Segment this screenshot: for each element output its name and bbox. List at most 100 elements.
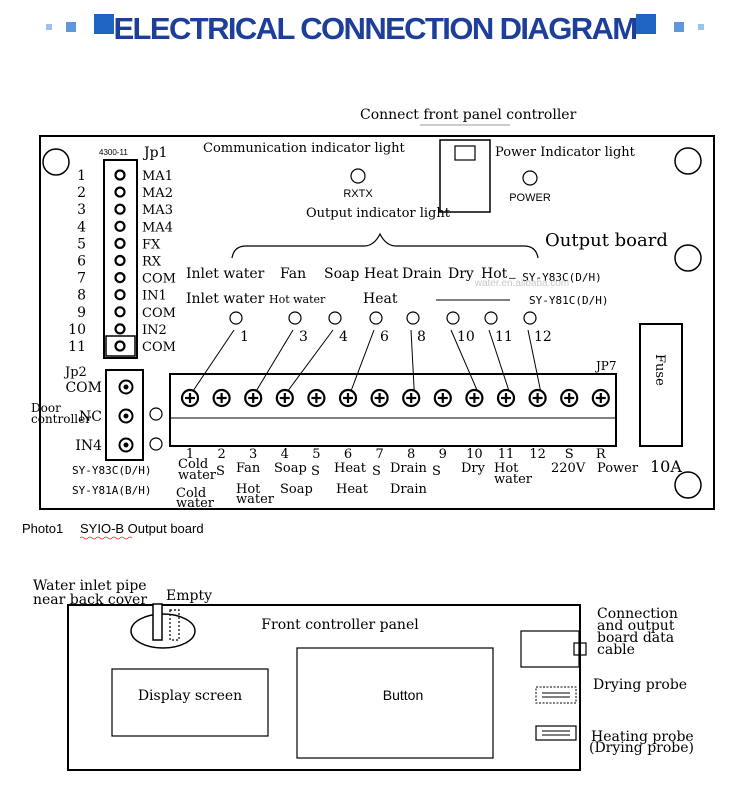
jp1-label: Jp1 <box>142 145 167 161</box>
jp1-pin-hole <box>114 323 126 335</box>
drying-probe-label: Drying probe <box>593 677 687 693</box>
output-led-number: 4 <box>339 329 348 345</box>
water-inlet-pipe <box>130 613 196 649</box>
jp1-pin-number: 5 <box>77 236 86 252</box>
output-board-outline <box>39 135 715 510</box>
rxtx-led <box>350 168 366 184</box>
header-dot-small-left-1 <box>46 24 52 30</box>
connection-label-line: and output <box>597 618 675 634</box>
terminal-function-label: S <box>311 464 320 479</box>
jp7-terminal-block <box>169 373 617 447</box>
terminal-function-label: S <box>216 464 225 479</box>
output-led <box>406 311 420 325</box>
rxtx-label: RXTX <box>343 188 373 200</box>
drying-probe-socket <box>535 686 577 704</box>
model-line-1-label: Dry <box>448 266 474 282</box>
jp2-pin-core <box>123 384 129 390</box>
jp2-pin-hole <box>118 437 134 453</box>
terminal-screw <box>180 388 200 408</box>
mount-hole-bottom-right <box>674 471 702 499</box>
jp1-signal-label: FX <box>142 237 161 252</box>
terminal-function-label: S <box>372 464 381 479</box>
terminal-screw <box>560 388 579 408</box>
output-led-number: 8 <box>417 329 426 345</box>
terminal-screw <box>528 388 547 408</box>
connection-label-line: cable <box>597 642 635 658</box>
jp1-pin-number: 10 <box>68 322 86 338</box>
terminal-screw <box>307 388 326 408</box>
header-dot-small-right-1 <box>674 22 684 32</box>
mount-hole-top-left <box>42 148 70 176</box>
controller-label: controller <box>31 412 91 426</box>
terminal-screw <box>496 388 516 408</box>
mount-hole-mid-right <box>674 244 702 272</box>
terminal-function-label-b: Drain <box>390 482 428 497</box>
terminal-function-label: Heat <box>334 461 367 476</box>
jp1-pin-hole <box>114 203 126 215</box>
terminal-number: 5 <box>312 447 320 462</box>
model-line-2-code: SY-Y81C(D/H) <box>529 294 608 307</box>
jp1-pin-hole <box>114 272 126 284</box>
terminal-function-label: Drain <box>390 461 428 476</box>
header-dot-small-right-2 <box>698 24 704 30</box>
caption-name: SYIO-B Output board <box>80 521 204 536</box>
output-led <box>328 311 342 325</box>
output-led <box>446 311 460 325</box>
header-square-left <box>94 14 114 34</box>
output-led-number: 12 <box>534 329 552 345</box>
model-line-2-label: Hot water <box>269 293 326 306</box>
led-leader-line <box>192 329 235 392</box>
terminal-function-label-b: water <box>176 496 215 511</box>
jp1-signal-label: MA3 <box>142 203 173 218</box>
door-label: Door <box>31 401 61 415</box>
terminal-function-label-b: Soap <box>280 482 313 497</box>
jp1-code: 4300-11 <box>99 148 128 157</box>
terminal-screw <box>465 388 484 408</box>
heating-probe-label: Heating probe <box>591 729 694 745</box>
terminal-screw <box>338 388 358 408</box>
terminal-number: 3 <box>249 447 257 462</box>
terminal-function-label-b: Hot <box>236 482 261 497</box>
jp2-pin-label: COM <box>65 380 102 396</box>
terminal-function-label: 220V <box>551 461 586 476</box>
jp1-signal-label: RX <box>142 255 162 270</box>
terminal-function-label: Dry <box>461 461 486 476</box>
jp1-pin-hole <box>114 306 126 318</box>
empty-label: Empty <box>166 588 212 604</box>
inlet-pipe-stem <box>152 603 163 641</box>
output-led-number: 6 <box>380 329 389 345</box>
caption-underline <box>79 536 133 540</box>
terminal-number: 7 <box>375 447 383 462</box>
data-cable-connector-tab <box>573 642 587 656</box>
heating-probe-socket <box>535 725 577 741</box>
empty-pipe-stem <box>169 609 180 641</box>
jp1-pin-hole <box>114 220 126 232</box>
connection-label-line: Connection <box>597 606 678 622</box>
front-panel-connect-note: Connect front panel controller <box>360 107 577 123</box>
output-led-number: 11 <box>495 329 513 345</box>
model-line-2-label: Heat <box>363 291 398 307</box>
front-panel-connector <box>439 139 491 213</box>
terminal-function-label: Cold <box>178 457 208 472</box>
jp1-connector <box>103 159 138 359</box>
model-line-1-label: Soap <box>324 266 359 282</box>
led-leader-line <box>287 329 334 392</box>
model-line-1-label: Fan <box>280 266 306 282</box>
jp1-signal-label: COM <box>142 306 176 321</box>
data-cable-connector <box>520 630 580 668</box>
header: ELECTRICAL CONNECTION DIAGRAM <box>46 11 704 46</box>
jp1-signal-label: MA2 <box>142 186 173 201</box>
jp2-label: Jp2 <box>63 365 87 380</box>
front-panel-diagram: Water inlet pipe near back cover Empty F… <box>33 578 694 771</box>
terminal-number: 9 <box>439 447 447 462</box>
terminal-function-label: water <box>178 468 217 483</box>
jp1-pin-hole <box>114 254 126 267</box>
output-led <box>369 311 383 325</box>
terminal-function-label: Power <box>597 461 639 476</box>
